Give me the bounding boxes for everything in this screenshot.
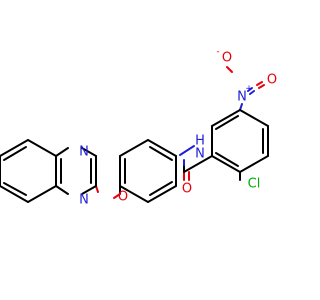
- atom-oxygen-ether: O: [118, 190, 128, 205]
- ring-bond: [147, 139, 177, 157]
- ring-bond: [211, 109, 241, 127]
- charge-plus: +: [245, 84, 253, 94]
- ring-bond-inner: [3, 146, 27, 161]
- bond-ring-carbonyl: [183, 155, 213, 173]
- ring-bond: [55, 185, 69, 195]
- ring-bond-inner: [149, 181, 173, 196]
- atom-oxygen-nitro: O: [267, 73, 277, 88]
- bond-n-o-double-4: [258, 84, 265, 89]
- atom-oxygen-carbonyl: O: [182, 182, 192, 197]
- bond-o-quin: [95, 185, 99, 193]
- ring-bond: [27, 139, 57, 157]
- molecule-structure: O - N + O N H O Cl N N O: [0, 47, 277, 208]
- ring-bond-inner: [149, 146, 173, 161]
- ring-bond: [239, 109, 269, 127]
- atom-nitrogen-quinoxaline-top: N: [79, 145, 89, 160]
- ring-bond-inner: [3, 182, 27, 196]
- bond-n-o-double: [247, 87, 253, 92]
- bond-n-o-double-2: [249, 90, 255, 95]
- ring-bond: [27, 185, 57, 203]
- nitro-group: [226, 66, 265, 111]
- atom-chlorine: Cl: [248, 177, 261, 192]
- nitrobenzene-ring: [211, 109, 269, 173]
- ring-bond: [119, 185, 149, 203]
- ether-linkage: [95, 185, 121, 199]
- ring-bond-inner: [215, 152, 239, 167]
- bond-o: [113, 193, 121, 199]
- atom-nitrogen-quinoxaline-bottom: N: [79, 193, 89, 208]
- bond-n-o-double-3: [256, 81, 263, 86]
- atom-oxygen-nitro-top: O: [222, 51, 232, 66]
- ring-bond: [55, 147, 69, 157]
- ring-bond: [0, 139, 29, 157]
- ring-bond: [81, 147, 97, 157]
- phenyl-ring: [119, 139, 177, 203]
- amide-group: [179, 145, 213, 181]
- bond-n-aryl: [179, 145, 195, 156]
- bond-n-ring: [239, 103, 243, 111]
- quinoxaline: [0, 139, 97, 203]
- ring-bond: [119, 139, 149, 157]
- ring-bond: [0, 185, 29, 203]
- atom-hydrogen-amide: H: [195, 134, 205, 149]
- atom-nitrogen-amide: N: [195, 147, 205, 162]
- charge-minus: -: [216, 47, 219, 57]
- ring-bond: [81, 185, 97, 195]
- ring-bond: [239, 155, 269, 173]
- ring-bond: [211, 155, 241, 173]
- ring-bond: [147, 185, 177, 203]
- ring-bond-inner: [215, 115, 239, 130]
- bond-o-n: [226, 66, 233, 73]
- atom-nitrogen-nitro: N: [237, 90, 247, 105]
